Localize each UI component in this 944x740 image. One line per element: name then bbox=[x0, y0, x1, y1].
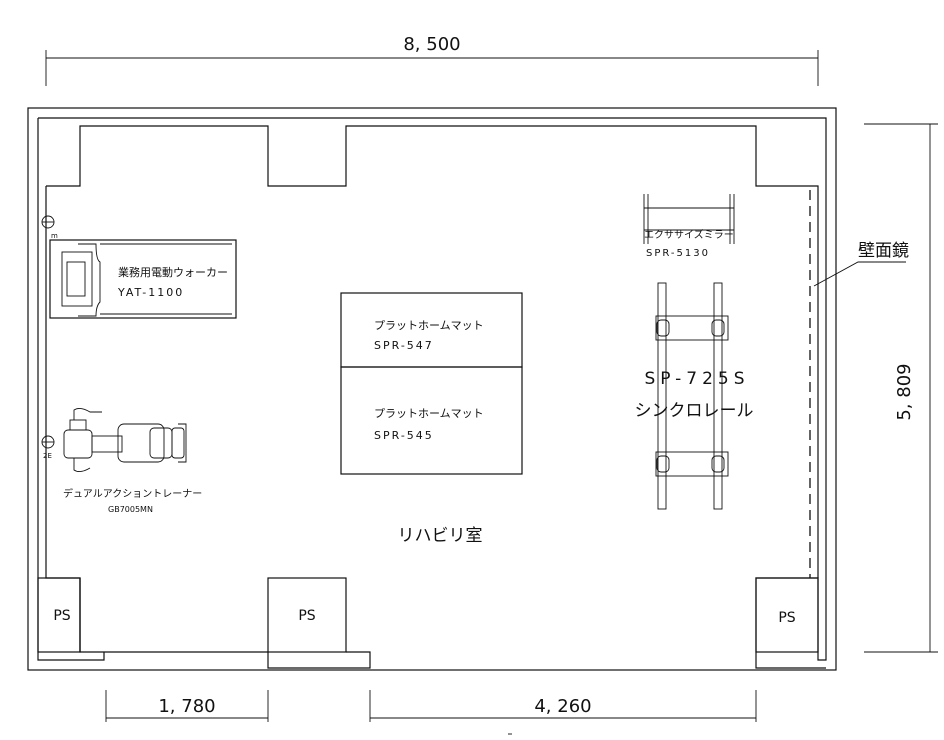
bottom-right-label: 4, 260 bbox=[534, 696, 591, 717]
wall-mirror: 壁面鏡 bbox=[809, 190, 909, 578]
mat-top-name: プラットホームマット bbox=[374, 319, 484, 332]
overall-width-label: 8, 500 bbox=[403, 34, 460, 55]
walker-model: YAT-1100 bbox=[117, 286, 184, 299]
outlet-top-mark: m bbox=[51, 232, 58, 240]
mirror-name: エクササイズミラー bbox=[644, 228, 734, 241]
dimension-bottom-right: 4, 260 bbox=[369, 690, 757, 722]
ps-label-left: PS bbox=[53, 608, 70, 624]
rail-name: シンクロレール bbox=[635, 401, 754, 421]
trainer-name: デュアルアクショントレーナー bbox=[63, 487, 202, 500]
dimension-bottom-left: 1, 780 bbox=[105, 690, 269, 722]
mat-top-model: SPR-547 bbox=[374, 339, 434, 352]
room-name: リハビリ室 bbox=[398, 526, 483, 546]
dimension-overall-width: 8, 500 bbox=[45, 34, 819, 86]
dimension-overall-depth: 5, 809 bbox=[864, 123, 938, 653]
platform-mat-545: プラットホームマット SPR-545 bbox=[340, 366, 523, 475]
outlet-bottom: 2E bbox=[41, 435, 55, 460]
synchro-rail: SP-725S シンクロレール bbox=[635, 282, 754, 510]
ps-label-center: PS bbox=[298, 608, 315, 624]
rail-model: SP-725S bbox=[644, 369, 749, 389]
dual-action-trainer: デュアルアクショントレーナー GB7005MN bbox=[63, 407, 202, 514]
ps-column-left: PS bbox=[37, 577, 81, 653]
wall-mirror-label: 壁面鏡 bbox=[858, 241, 909, 261]
electric-walker: 業務用電動ウォーカー YAT-1100 bbox=[49, 239, 237, 319]
wall-left-inner bbox=[45, 186, 104, 653]
outer-wall bbox=[27, 107, 837, 671]
outlet-top: m bbox=[41, 215, 58, 240]
inner-wall-left bbox=[37, 118, 105, 661]
inner-wall bbox=[38, 117, 827, 669]
trainer-model: GB7005MN bbox=[108, 505, 153, 514]
bottom-left-label: 1, 780 bbox=[158, 696, 215, 717]
ps-label-right: PS bbox=[778, 610, 795, 626]
ps-column-right: PS bbox=[755, 577, 819, 653]
outlet-bottom-mark: 2E bbox=[43, 452, 52, 460]
mat-bottom-name: プラットホームマット bbox=[374, 407, 484, 420]
platform-mat-547: プラットホームマット SPR-547 bbox=[340, 292, 523, 368]
mat-bottom-model: SPR-545 bbox=[374, 429, 434, 442]
overall-depth-label: 5, 809 bbox=[894, 363, 915, 420]
mirror-model: SPR-5130 bbox=[646, 248, 710, 259]
exercise-mirror: エクササイズミラー SPR-5130 bbox=[643, 194, 735, 259]
walker-name: 業務用電動ウォーカー bbox=[118, 265, 228, 279]
wall-recess-top bbox=[46, 125, 819, 578]
ps-column-center: PS bbox=[267, 577, 371, 669]
